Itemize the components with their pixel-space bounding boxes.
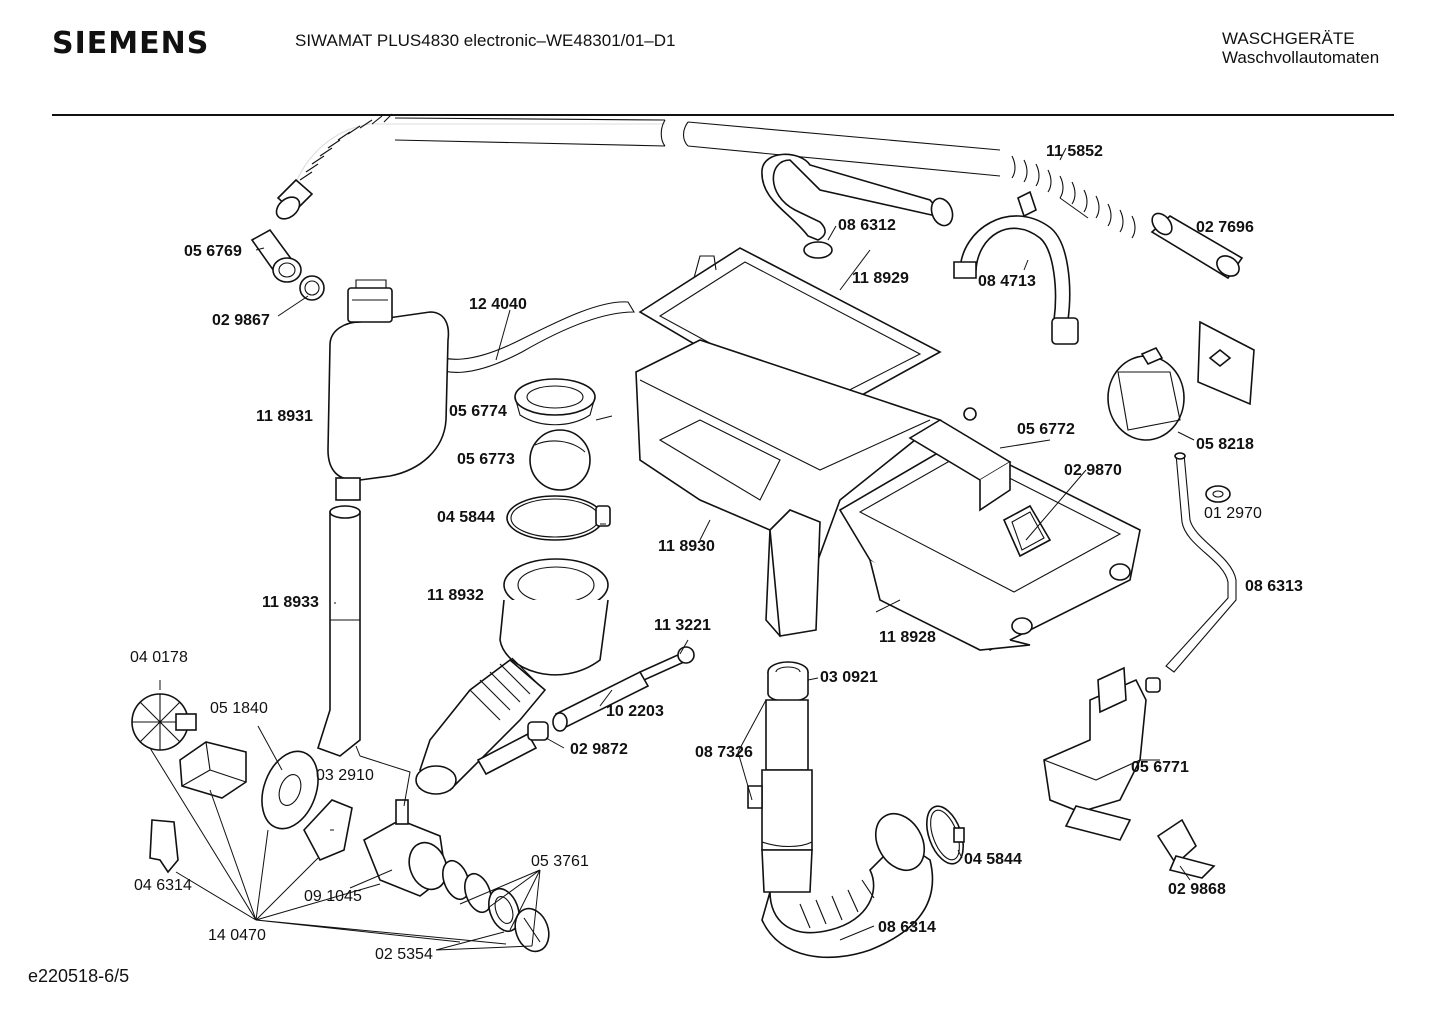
pipe-087326 bbox=[747, 699, 813, 893]
pump-091045 bbox=[362, 799, 448, 897]
header-divider bbox=[52, 114, 1394, 116]
label-086314: 08 6314 bbox=[878, 919, 936, 936]
label-113221: 11 3221 bbox=[654, 617, 711, 634]
motor-051840 bbox=[179, 741, 247, 799]
connector-029868 bbox=[1156, 818, 1216, 879]
label-115852: 11 5852 bbox=[1046, 143, 1103, 160]
brand-logo: SIEMENS bbox=[52, 26, 210, 61]
tube-029872 bbox=[476, 721, 549, 776]
bracket-046314 bbox=[149, 819, 179, 874]
leader-lines bbox=[149, 147, 1195, 951]
hose-124040 bbox=[411, 301, 635, 373]
sump-118932 bbox=[415, 558, 609, 795]
tank-118931 bbox=[327, 279, 450, 501]
elbow-056769 bbox=[250, 228, 302, 283]
label-118930: 11 8930 bbox=[658, 538, 715, 555]
label-051840: 05 1840 bbox=[210, 700, 268, 717]
inlet-hose-right bbox=[682, 121, 1136, 239]
filter-cap bbox=[514, 907, 550, 953]
label-046314: 04 6314 bbox=[134, 877, 192, 894]
siphon-056772 bbox=[908, 407, 1012, 512]
hose-connector-027696 bbox=[1150, 212, 1244, 280]
label-086312: 08 6312 bbox=[838, 217, 896, 234]
dispenser-housing-118930 bbox=[635, 339, 942, 638]
impeller-032910 bbox=[303, 799, 353, 862]
label-118932: 11 8932 bbox=[427, 587, 484, 604]
label-118933: 11 8933 bbox=[262, 594, 319, 611]
label-027696: 02 7696 bbox=[1196, 219, 1254, 236]
fan-040178 bbox=[131, 693, 197, 751]
label-029872: 02 9872 bbox=[570, 741, 628, 758]
ring-029867 bbox=[299, 275, 325, 301]
label-029867: 02 9867 bbox=[212, 312, 270, 329]
hose-086314 bbox=[761, 812, 934, 959]
hose-086312 bbox=[761, 153, 954, 259]
label-012970: 01 2970 bbox=[1204, 505, 1262, 522]
ring-045844-lower bbox=[925, 805, 965, 865]
inlet-hose-left bbox=[275, 113, 666, 220]
category-title: WASCHGERÄTE bbox=[1222, 29, 1355, 48]
label-053761: 05 3761 bbox=[531, 853, 589, 870]
reservoir-056771 bbox=[1043, 666, 1161, 841]
document-id: e220518-6/5 bbox=[28, 966, 130, 986]
rotor-disk bbox=[261, 750, 319, 830]
label-118928: 11 8928 bbox=[879, 629, 936, 646]
tube-102203 bbox=[552, 670, 650, 732]
seal-056774 bbox=[514, 378, 596, 426]
bracket-084713 bbox=[953, 190, 1079, 345]
label-029870: 02 9870 bbox=[1064, 462, 1122, 479]
label-084713: 08 4713 bbox=[978, 273, 1036, 290]
rod-113221 bbox=[638, 646, 695, 682]
label-045844-lower: 04 5844 bbox=[964, 851, 1022, 868]
label-056772: 05 6772 bbox=[1017, 421, 1075, 438]
label-040178: 04 0178 bbox=[130, 649, 188, 666]
plate-058218-upper bbox=[1197, 320, 1255, 406]
label-045844-upper: 04 5844 bbox=[437, 509, 495, 526]
hose-086313 bbox=[1165, 452, 1237, 673]
label-029868: 02 9868 bbox=[1168, 881, 1226, 898]
cap-012970 bbox=[1205, 485, 1231, 503]
model-title: SIWAMAT PLUS4830 electronic–WE48301/01–D… bbox=[295, 31, 676, 50]
ring-045844-upper bbox=[506, 495, 611, 541]
gasket-029870 bbox=[1002, 504, 1052, 558]
pipe-030921 bbox=[767, 661, 809, 703]
label-056773: 05 6773 bbox=[457, 451, 515, 468]
label-030921: 03 0921 bbox=[820, 669, 878, 686]
hose-118933 bbox=[317, 505, 361, 757]
label-058218: 05 8218 bbox=[1196, 436, 1254, 453]
label-091045: 09 1045 bbox=[304, 888, 362, 905]
ring-025354 bbox=[488, 887, 520, 933]
part-labels: 11 5852 02 7696 08 6312 11 8929 08 4713 … bbox=[130, 143, 1303, 963]
label-086313: 08 6313 bbox=[1245, 578, 1303, 595]
pressure-switch-058218 bbox=[1107, 346, 1185, 441]
label-056774: 05 6774 bbox=[449, 403, 507, 420]
label-124040: 12 4040 bbox=[469, 296, 527, 313]
label-118931: 11 8931 bbox=[256, 408, 313, 425]
seal-053761 bbox=[442, 859, 492, 914]
category-subtitle: Waschvollautomaten bbox=[1222, 48, 1380, 67]
label-087326: 08 7326 bbox=[695, 744, 753, 761]
label-056769: 05 6769 bbox=[184, 243, 242, 260]
label-118929: 11 8929 bbox=[852, 270, 909, 287]
label-140470: 14 0470 bbox=[208, 927, 266, 944]
label-032910: 03 2910 bbox=[316, 767, 374, 784]
label-102203: 10 2203 bbox=[606, 703, 664, 720]
label-056771: 05 6771 bbox=[1131, 759, 1189, 776]
ball-056773 bbox=[529, 429, 591, 491]
label-025354: 02 5354 bbox=[375, 946, 433, 963]
